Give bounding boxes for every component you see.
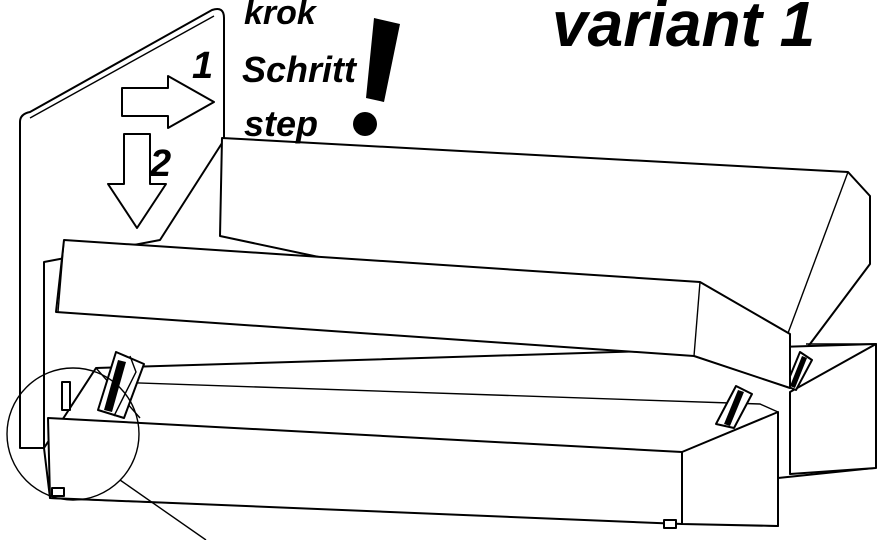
step-word-krok: krok bbox=[244, 0, 318, 32]
arrow-right-step1-icon bbox=[121, 75, 215, 129]
step-word-schritt: Schritt bbox=[242, 49, 358, 90]
lift-hinge-right-icon bbox=[715, 385, 753, 429]
lift-hinge-left-icon bbox=[97, 351, 145, 419]
step-number-1: 1 bbox=[192, 45, 213, 87]
step-number-2: 2 bbox=[149, 143, 171, 185]
front-mattress-top bbox=[55, 239, 791, 389]
arrow-down-step2-icon bbox=[107, 133, 167, 229]
step-word-step: step bbox=[244, 103, 318, 144]
exclamation-icon: ! bbox=[353, 18, 400, 136]
detail-callout-circle bbox=[6, 367, 207, 540]
bed-base-frame bbox=[43, 343, 877, 529]
variant-title: variant 1 bbox=[552, 0, 815, 60]
